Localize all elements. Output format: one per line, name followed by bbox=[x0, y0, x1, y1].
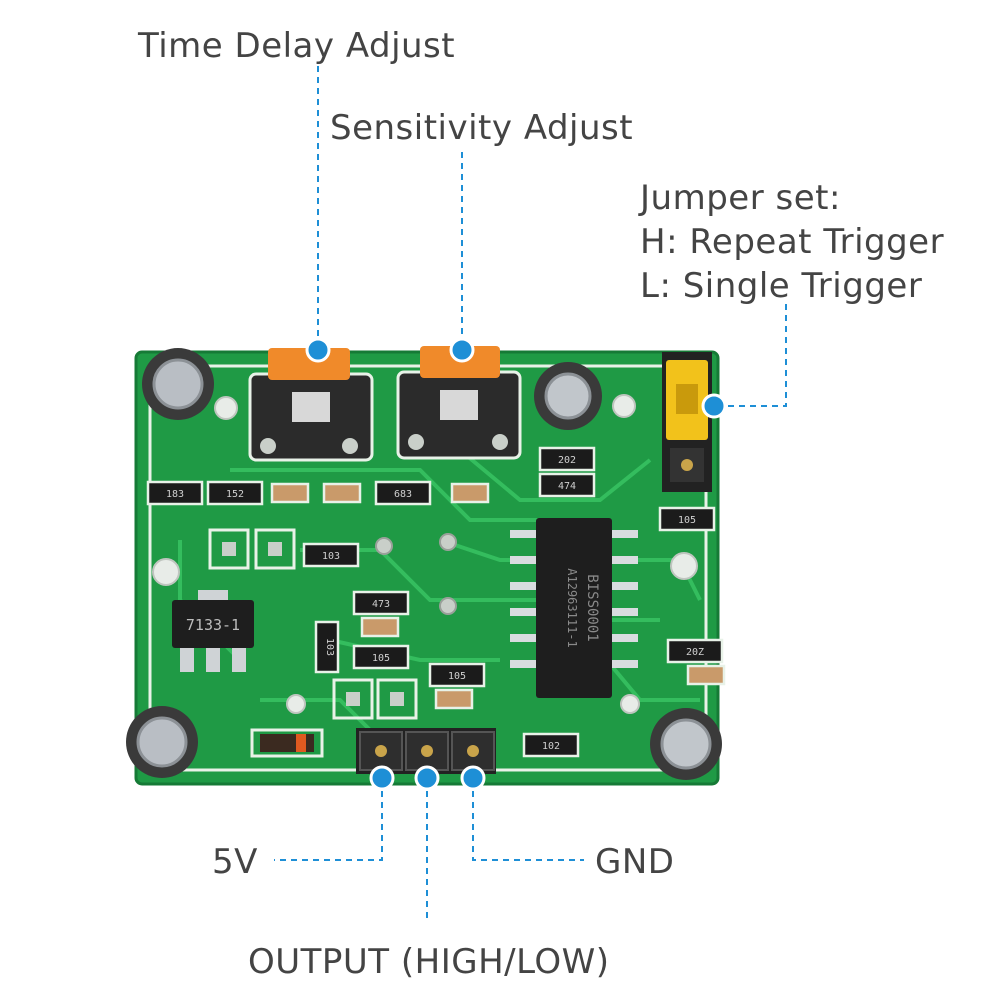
smd-resistor bbox=[522, 732, 580, 758]
pin-gnd-leader bbox=[472, 780, 584, 861]
callout-dots bbox=[305, 337, 727, 791]
ic-label-line2: A12963111-1 bbox=[565, 568, 579, 647]
resistor-code: 105 bbox=[372, 653, 390, 664]
resistor-code: 102 bbox=[542, 741, 560, 752]
resistor-code: 105 bbox=[448, 671, 466, 682]
smd-capacitor bbox=[360, 616, 400, 638]
regulator-label: 7133-1 bbox=[186, 616, 240, 634]
sensitivity-potentiometer bbox=[396, 346, 522, 460]
resistor-code: 473 bbox=[372, 599, 390, 610]
capacitor-bottom-left bbox=[126, 706, 198, 778]
diode bbox=[250, 728, 324, 758]
mounting-hole bbox=[612, 394, 636, 418]
mounting-holes bbox=[152, 394, 698, 714]
biss0001-ic: BISS0001 A12963111-1 bbox=[510, 518, 638, 698]
sensitivity-label: Sensitivity Adjust bbox=[330, 108, 634, 148]
trigger-jumper bbox=[662, 352, 712, 492]
resistor-code: 152 bbox=[226, 489, 244, 500]
smd-resistor bbox=[658, 506, 716, 532]
jumper-h-mode: H: Repeat Trigger bbox=[640, 222, 945, 262]
smd-capacitor bbox=[686, 664, 726, 686]
smd-resistor bbox=[302, 542, 360, 568]
voltage-regulator: 7133-1 bbox=[172, 590, 254, 672]
smd-resistor bbox=[538, 446, 596, 472]
smd-capacitor bbox=[270, 482, 310, 504]
mounting-hole bbox=[620, 694, 640, 714]
resistor-code: 183 bbox=[166, 489, 184, 500]
jumper-dot bbox=[701, 393, 727, 419]
smd-resistor bbox=[146, 480, 204, 506]
smd-capacitor bbox=[322, 482, 362, 504]
pin-output-dot bbox=[414, 765, 440, 791]
mounting-hole bbox=[214, 396, 238, 420]
jumper-leader bbox=[716, 304, 787, 407]
callout-lines bbox=[274, 66, 787, 922]
pin-output-label: OUTPUT (HIGH/LOW) bbox=[248, 942, 610, 982]
resistor-code: 105 bbox=[678, 515, 696, 526]
smd-resistor bbox=[538, 472, 596, 498]
capacitor-bottom-right bbox=[650, 708, 722, 780]
mounting-hole bbox=[152, 558, 180, 586]
time-delay-dot bbox=[305, 337, 331, 363]
sensitivity-dot bbox=[449, 337, 475, 363]
ic-label-line1: BISS0001 bbox=[584, 574, 600, 641]
smd-resistor bbox=[352, 644, 410, 670]
smd-resistor bbox=[314, 620, 340, 674]
smd-resistor bbox=[206, 480, 264, 506]
smd-resistor bbox=[374, 480, 432, 506]
jumper-label: Jumper set: H: Repeat Trigger L: Single … bbox=[640, 178, 944, 310]
smd-resistor bbox=[352, 590, 410, 616]
pin-gnd-dot bbox=[460, 765, 486, 791]
pin-5v-leader bbox=[274, 780, 383, 861]
resistor-code: 103 bbox=[324, 638, 335, 656]
resistor-code: 683 bbox=[394, 489, 412, 500]
resistor-code: 103 bbox=[322, 551, 340, 562]
pin-5v-label: 5V bbox=[212, 842, 258, 882]
resistor-code: 474 bbox=[558, 481, 576, 492]
capacitor-top-left bbox=[142, 348, 214, 420]
time-delay-potentiometer bbox=[248, 348, 374, 462]
smd-capacitor bbox=[450, 482, 490, 504]
capacitor-top-right bbox=[534, 362, 602, 430]
resistor-code: 202 bbox=[558, 455, 576, 466]
smd-capacitor bbox=[434, 688, 474, 710]
pin-gnd-label: GND bbox=[595, 842, 675, 882]
resistor-code: 20Z bbox=[686, 647, 704, 658]
pin-5v-dot bbox=[369, 765, 395, 791]
smd-resistors: 183 152 683 103 473 103 105 105 202 474 105 20Z 102 bbox=[146, 446, 726, 758]
square-pads bbox=[208, 528, 418, 720]
square-pad-fill bbox=[222, 542, 404, 706]
jumper-title: Jumper set: bbox=[640, 178, 841, 218]
mounting-hole bbox=[670, 552, 698, 580]
mounting-hole bbox=[286, 694, 306, 714]
smd-resistor bbox=[666, 638, 724, 664]
smd-resistor bbox=[428, 662, 486, 688]
time-delay-label: Time Delay Adjust bbox=[138, 26, 456, 66]
test-pads bbox=[375, 533, 457, 615]
jumper-l-mode: L: Single Trigger bbox=[640, 266, 923, 306]
